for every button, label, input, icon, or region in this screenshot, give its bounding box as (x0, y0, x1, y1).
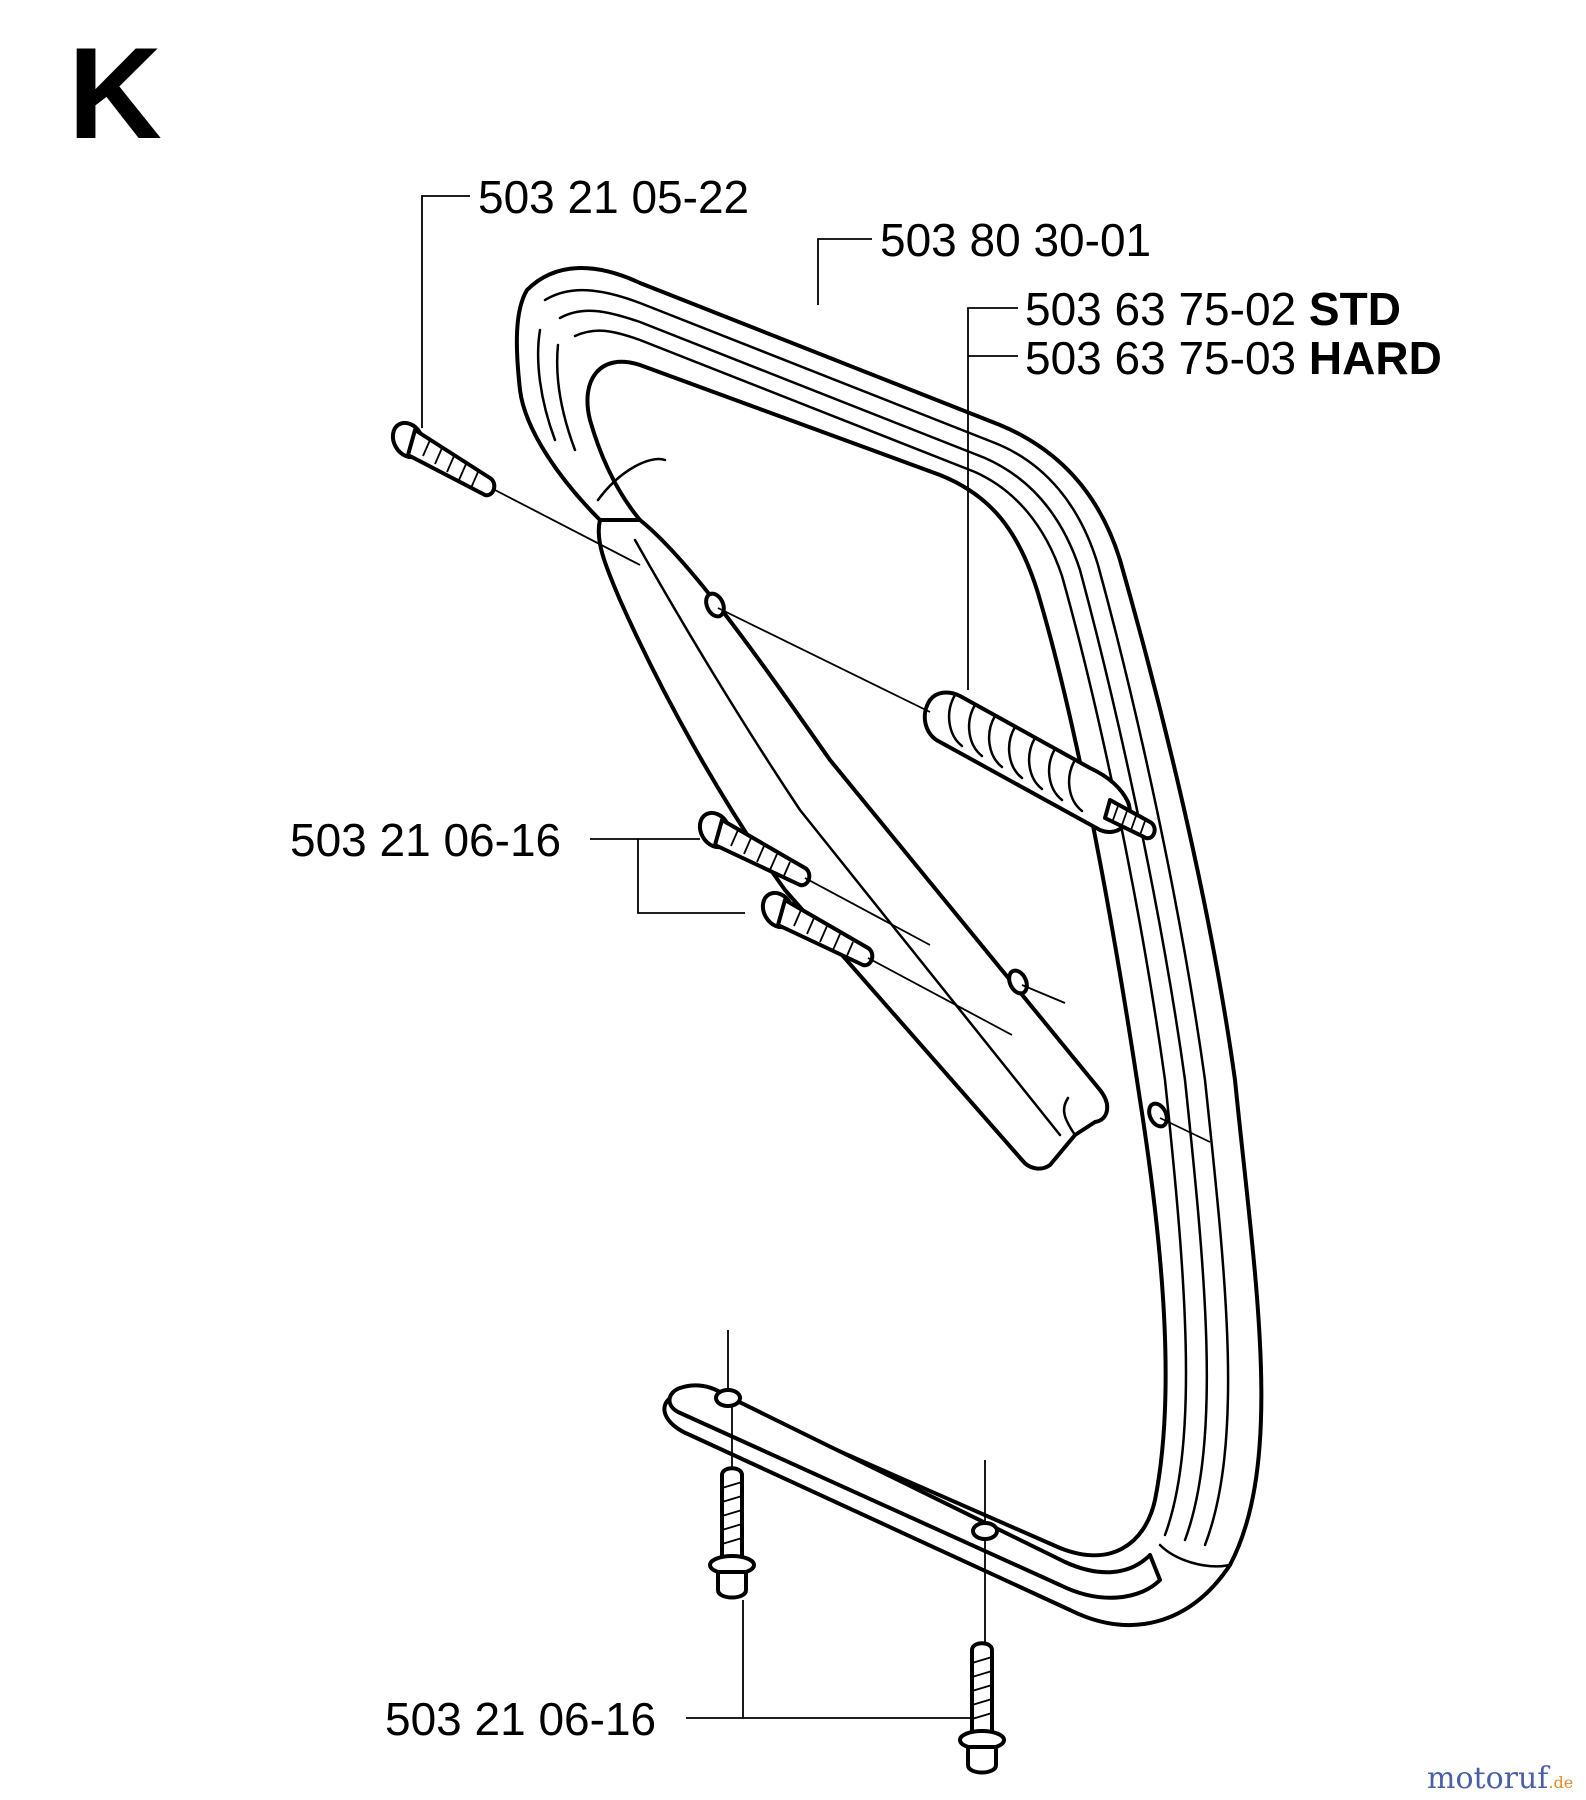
variant-hard: HARD (1309, 332, 1442, 384)
callout-503-21-06-16-mid: 503 21 06-16 (290, 814, 561, 866)
leader-lines (421, 195, 1018, 1719)
callout-503-21-06-16-bottom: 503 21 06-16 (385, 1693, 656, 1745)
screw-top (390, 420, 497, 498)
anti-vibration-spring (922, 690, 1157, 841)
callout-503-80-30-01: 503 80 30-01 (880, 214, 1151, 266)
assembly-lines (494, 489, 1211, 1645)
callout-503-63-75-02: 503 63 75-02 STD (1025, 283, 1401, 335)
front-handle-bar (514, 266, 1264, 1627)
callout-503-63-75-03: 503 63 75-03 HARD (1025, 332, 1442, 384)
screw-bottom-2 (958, 1641, 1006, 1775)
callout-503-21-05-22: 503 21 05-22 (478, 171, 749, 223)
watermark: motoruf.de (1427, 1761, 1573, 1796)
screw-bottom-1 (708, 1466, 756, 1600)
section-letter: K (68, 20, 162, 166)
variant-std: STD (1309, 283, 1401, 335)
